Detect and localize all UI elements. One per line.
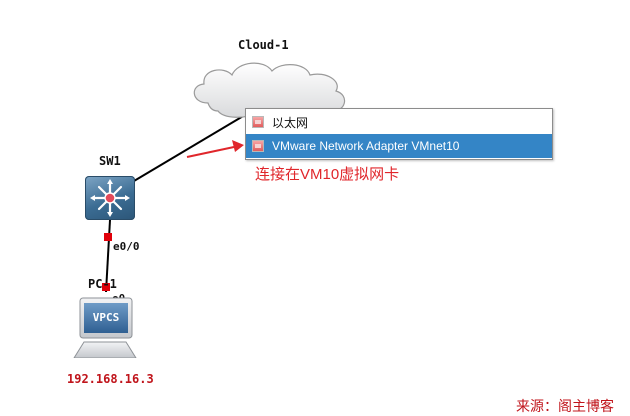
- pc-node[interactable]: VPCS: [70, 296, 140, 359]
- pc-ip-label: 192.168.16.3: [67, 372, 154, 386]
- port-label-sw1-e0-0: e0/0: [113, 240, 140, 253]
- vpcs-icon: [73, 297, 137, 359]
- cloud-node[interactable]: [186, 57, 352, 119]
- network-adapter-icon: [252, 140, 264, 152]
- vpcs-badge: VPCS: [92, 311, 120, 324]
- link-sw1-cloud1[interactable]: [133, 111, 251, 182]
- switch-label: SW1: [99, 154, 121, 168]
- source-credit: 来源：阁主博客: [516, 398, 614, 414]
- switch-node[interactable]: [85, 176, 135, 220]
- context-menu: 以太网 VMware Network Adapter VMnet10: [245, 108, 553, 160]
- network-adapter-icon: [252, 116, 264, 128]
- annotation-text: 连接在VM10虚拟网卡: [255, 166, 400, 183]
- menu-item-vmnet10[interactable]: VMware Network Adapter VMnet10: [246, 134, 552, 158]
- port-marker-pc1-e0: [102, 283, 110, 291]
- port-marker-sw1-e0-0: [104, 233, 112, 241]
- cloud-icon: [193, 62, 346, 119]
- menu-item-ethernet[interactable]: 以太网: [246, 110, 552, 134]
- annotation-arrow: [186, 140, 244, 158]
- switch-icon: [90, 179, 130, 217]
- link-sw1-pc1[interactable]: [105, 219, 111, 293]
- menu-item-label: 以太网: [272, 115, 309, 130]
- pc-label: PC-1: [88, 277, 117, 291]
- menu-item-label: VMware Network Adapter VMnet10: [272, 139, 460, 153]
- cloud-label: Cloud-1: [238, 38, 289, 52]
